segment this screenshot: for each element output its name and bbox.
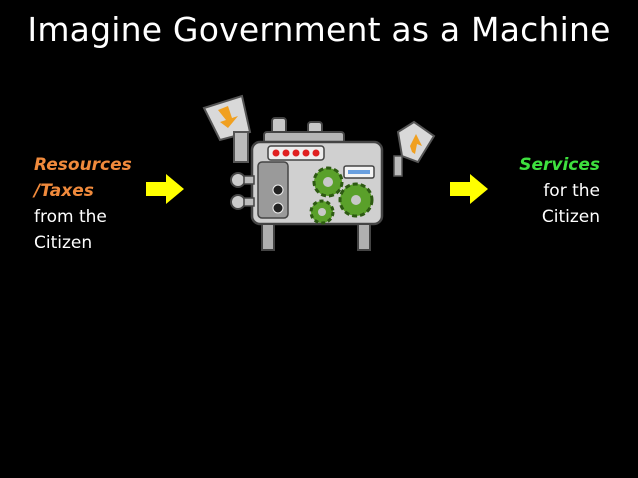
resources-label: Resources [34,155,132,175]
slide-title: Imagine Government as a Machine [27,10,611,49]
from-the-label: from the [34,207,107,227]
output-arrow-icon [450,174,488,204]
services-text: Services for the Citizen [519,152,600,230]
input-arrow-icon [146,174,184,204]
services-label: Services [519,155,600,175]
resources-text: Resources /Taxes from the Citizen [34,152,132,256]
for-the-label: for the [543,181,600,201]
government-machine-icon [202,94,436,251]
citizen-label-right: Citizen [541,207,600,227]
taxes-label: /Taxes [34,181,94,201]
citizen-label-left: Citizen [34,233,93,253]
